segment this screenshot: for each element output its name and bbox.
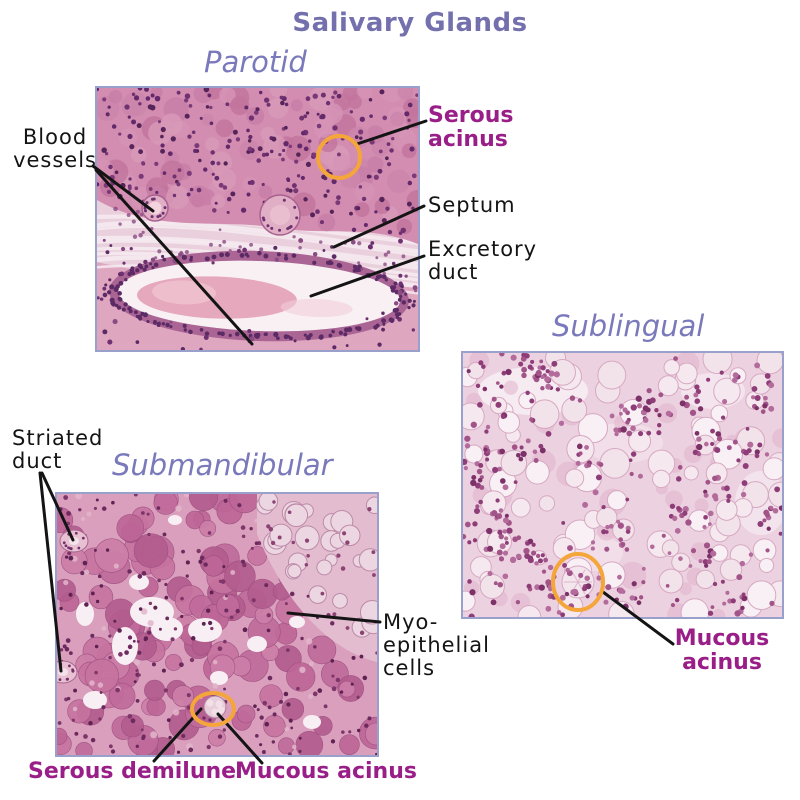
serous-acinus-line1: Serous: [428, 103, 514, 128]
submandibular-micrograph: [57, 494, 377, 755]
submandibular-heading: Submandibular: [112, 448, 333, 482]
mucous-acinus-sl-line1: Mucous: [674, 626, 770, 651]
parotid-heading: Parotid: [204, 45, 307, 79]
blood-vessels-label: Blood vessels: [13, 126, 97, 172]
serous-acinus-line2: acinus: [428, 127, 508, 152]
blood-vessels-line2: vessels: [13, 148, 97, 172]
sublingual-heading: Sublingual: [552, 309, 705, 343]
sublingual-histology-image: [461, 351, 784, 619]
serous-acinus-label: Serous acinus: [428, 104, 514, 152]
septum-label: Septum: [428, 193, 516, 217]
striated-duct-line2: duct: [12, 449, 63, 473]
myoepithelial-line3: cells: [383, 656, 436, 680]
serous-demilune-label: Serous demilune: [28, 759, 237, 784]
excretory-duct-line1: Excretory: [428, 237, 538, 261]
parotid-histology-image: [95, 86, 420, 352]
parotid-micrograph: [97, 88, 418, 350]
mucous-acinus-sublingual-label: Mucous acinus: [666, 627, 778, 675]
striated-duct-line1: Striated: [12, 426, 104, 450]
blood-vessels-line1: Blood: [22, 125, 88, 149]
excretory-duct-line2: duct: [428, 260, 479, 284]
submandibular-histology-image: [55, 492, 379, 757]
excretory-duct-label: Excretory duct: [428, 238, 537, 284]
page-title: Salivary Glands: [292, 8, 528, 38]
myoepithelial-cells-label: Myo- epithelial cells: [383, 611, 490, 680]
striated-duct-label: Striated duct: [12, 427, 103, 473]
myoepithelial-line2: epithelial: [383, 633, 490, 657]
mucous-acinus-submandibular-label: Mucous acinus: [235, 759, 417, 784]
sublingual-micrograph: [463, 353, 782, 617]
mucous-acinus-sl-line2: acinus: [682, 650, 762, 675]
myoepithelial-line1: Myo-: [383, 610, 439, 634]
